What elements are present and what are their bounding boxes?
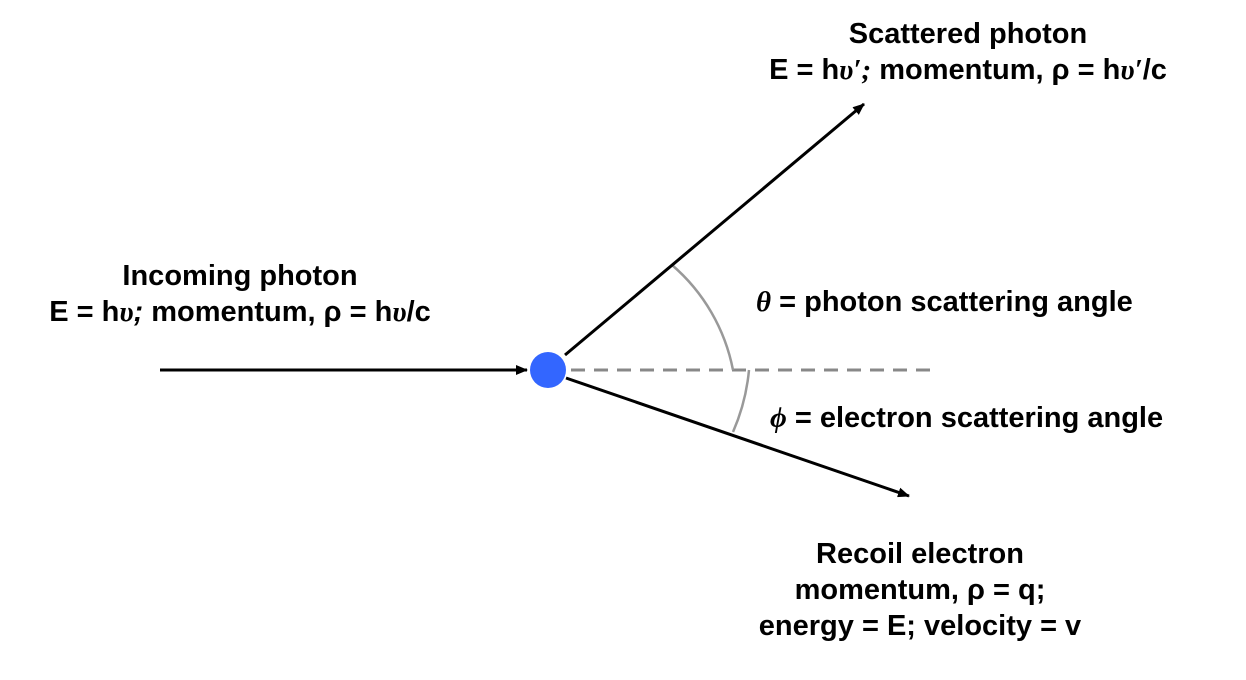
phi-description: = electron scattering angle xyxy=(786,402,1164,434)
incoming-energy-text: E = h xyxy=(49,296,120,328)
phi-symbol: ϕ xyxy=(770,402,787,434)
recoil-electron-arrow xyxy=(565,376,910,498)
momentum-nu-prime-symbol: υ′ xyxy=(1120,54,1143,86)
theta-angle-arc xyxy=(671,264,735,371)
theta-description: = photon scattering angle xyxy=(771,286,1133,318)
incoming-semicolon: ; xyxy=(133,296,144,328)
nu-symbol: υ xyxy=(119,296,134,328)
scattered-photon-formula: E = hυ′; momentum, ρ = hυ′/c xyxy=(769,52,1167,88)
phi-angle-arc xyxy=(731,369,751,433)
momentum-nu-symbol: υ xyxy=(392,296,407,328)
recoil-momentum-text: momentum, ρ = q; xyxy=(794,574,1046,606)
scattered-momentum-suffix: /c xyxy=(1142,54,1167,86)
scattered-photon-label: Scattered photon E = hυ′; momentum, ρ = … xyxy=(769,16,1167,88)
incoming-momentum-suffix: /c xyxy=(406,296,431,328)
nu-prime-symbol: υ′; xyxy=(839,54,872,86)
recoil-electron-label: Recoil electron momentum, ρ = q; energy … xyxy=(759,536,1081,644)
recoil-energy-velocity-text: energy = E; velocity = v xyxy=(758,610,1082,642)
theta-label: θ = photon scattering angle xyxy=(756,284,1133,320)
incoming-photon-label: Incoming photon E = hυ; momentum, ρ = hυ… xyxy=(49,258,431,330)
scattered-photon-title: Scattered photon xyxy=(848,18,1088,50)
phi-label: ϕ = electron scattering angle xyxy=(770,400,1163,436)
incoming-photon-formula: E = hυ; momentum, ρ = hυ/c xyxy=(49,294,431,330)
recoil-electron-title: Recoil electron xyxy=(816,538,1024,570)
theta-symbol: θ xyxy=(756,286,772,318)
electron-dot xyxy=(530,352,566,388)
scattered-momentum-text: momentum, ρ = h xyxy=(871,54,1121,86)
incoming-photon-title: Incoming photon xyxy=(122,260,358,292)
scattered-energy-text: E = h xyxy=(769,54,840,86)
scattered-photon-arrow xyxy=(564,102,865,357)
incoming-momentum-text: momentum, ρ = h xyxy=(143,296,393,328)
